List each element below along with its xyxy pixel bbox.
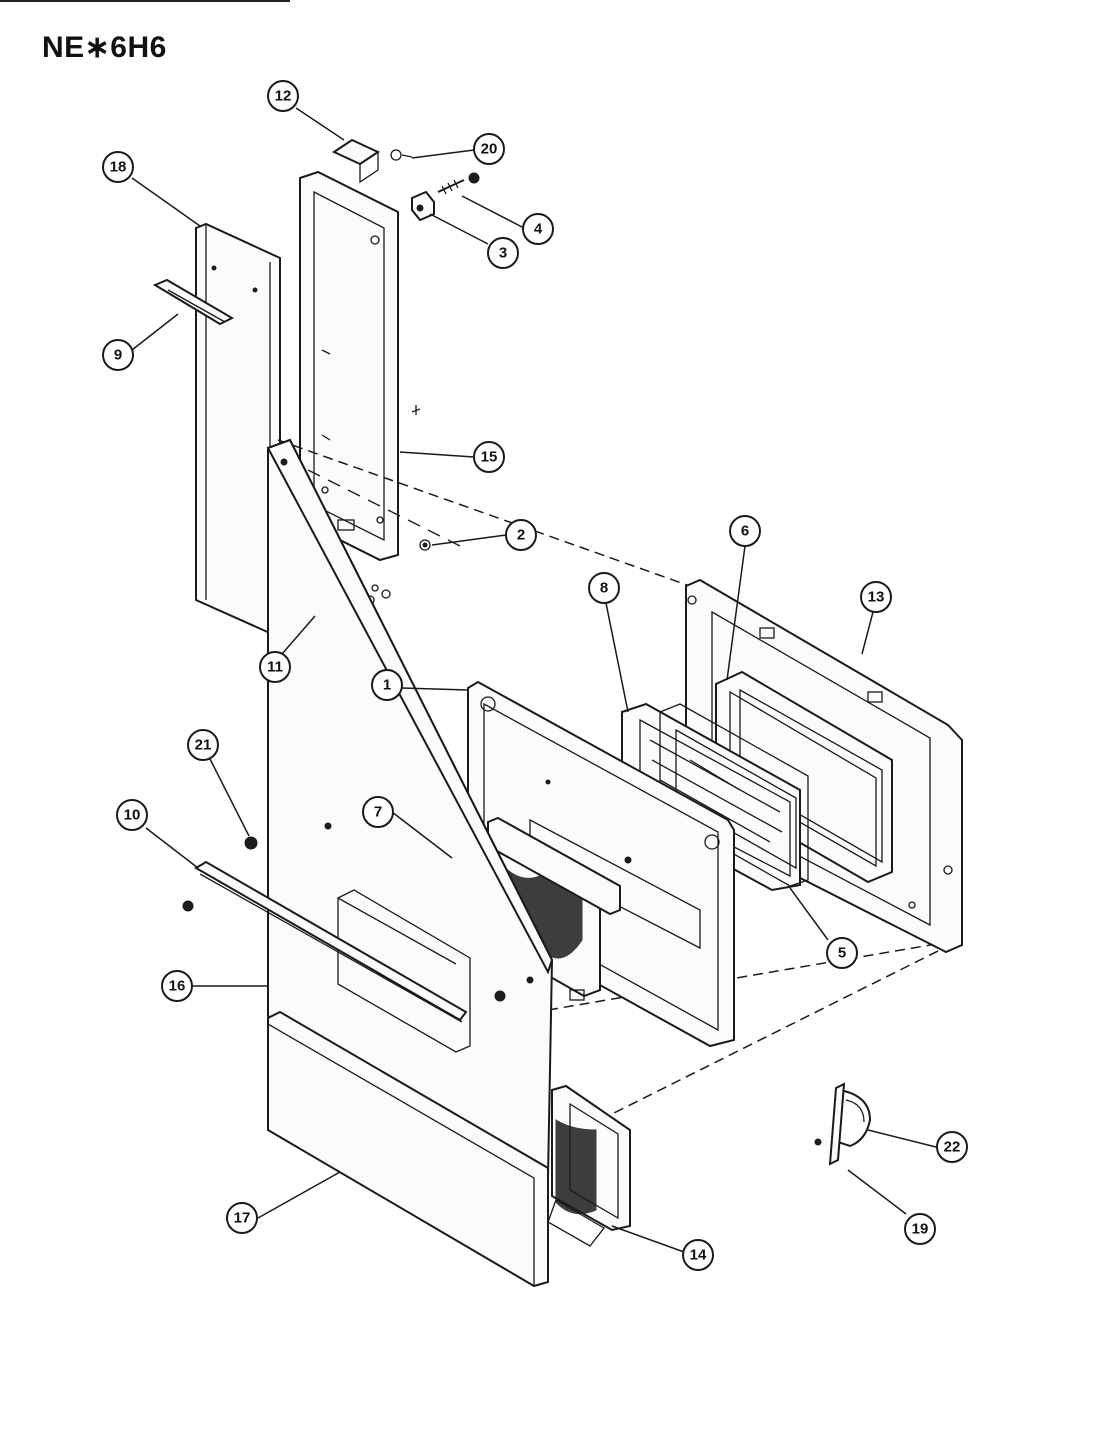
svg-text:13: 13 — [868, 589, 885, 606]
part-21-nut — [244, 822, 332, 850]
callout-19: 19 — [904, 1213, 936, 1245]
callout-21: 21 — [187, 729, 219, 761]
part-2-screw — [419, 539, 431, 551]
svg-text:7: 7 — [374, 804, 382, 821]
callout-4: 4 — [522, 213, 554, 245]
callout-15: 15 — [473, 441, 505, 473]
svg-text:9: 9 — [114, 347, 122, 364]
svg-text:21: 21 — [195, 737, 212, 754]
callout-17: 17 — [226, 1202, 258, 1234]
callout-11: 11 — [259, 651, 291, 683]
svg-text:16: 16 — [169, 978, 186, 995]
svg-text:8: 8 — [600, 580, 608, 597]
callout-22: 22 — [936, 1131, 968, 1163]
callout-10: 10 — [116, 799, 148, 831]
part-19-rod — [814, 1082, 846, 1166]
callout-20: 20 — [473, 133, 505, 165]
callout-6: 6 — [729, 515, 761, 547]
svg-text:15: 15 — [481, 449, 498, 466]
callout-5: 5 — [826, 937, 858, 969]
part-3-latch — [411, 190, 435, 222]
callout-9: 9 — [102, 339, 134, 371]
diagram-title: NE∗6H6 — [42, 31, 167, 64]
callout-8: 8 — [588, 572, 620, 604]
svg-text:14: 14 — [690, 1247, 707, 1264]
part-17-drawer-front — [267, 1010, 549, 1288]
callout-18: 18 — [102, 151, 134, 183]
svg-text:5: 5 — [838, 945, 846, 962]
svg-text:1: 1 — [383, 677, 391, 694]
callout-7: 7 — [362, 796, 394, 828]
part-22-cap — [837, 1089, 872, 1148]
part-10-handle — [182, 860, 468, 1023]
construction-lines — [277, 439, 961, 1121]
part-14-drawer-box — [547, 1084, 631, 1247]
svg-text:4: 4 — [534, 221, 543, 238]
callout-1: 1 — [371, 669, 403, 701]
callout-3: 3 — [487, 237, 519, 269]
part-16-outer-door — [266, 438, 554, 1180]
svg-text:17: 17 — [234, 1210, 251, 1227]
callout-2: 2 — [505, 519, 537, 551]
svg-text:19: 19 — [912, 1221, 929, 1238]
part-20-screw — [390, 149, 413, 161]
part-12-clip — [331, 138, 381, 184]
callout-13: 13 — [860, 581, 892, 613]
leader-lines — [131, 107, 937, 1253]
callout-12: 12 — [267, 80, 299, 112]
svg-text:6: 6 — [741, 523, 749, 540]
svg-text:20: 20 — [481, 141, 498, 158]
svg-text:12: 12 — [275, 88, 292, 105]
svg-text:3: 3 — [499, 245, 507, 262]
callout-14: 14 — [682, 1239, 714, 1271]
callout-16: 16 — [161, 970, 193, 1002]
part-9-bracket — [152, 265, 258, 326]
svg-text:11: 11 — [267, 659, 283, 676]
top-rule — [0, 0, 290, 2]
svg-text:10: 10 — [124, 807, 141, 824]
svg-text:22: 22 — [944, 1139, 961, 1156]
svg-text:18: 18 — [110, 159, 127, 176]
part-4-bolt — [437, 172, 480, 195]
svg-text:2: 2 — [517, 527, 525, 544]
